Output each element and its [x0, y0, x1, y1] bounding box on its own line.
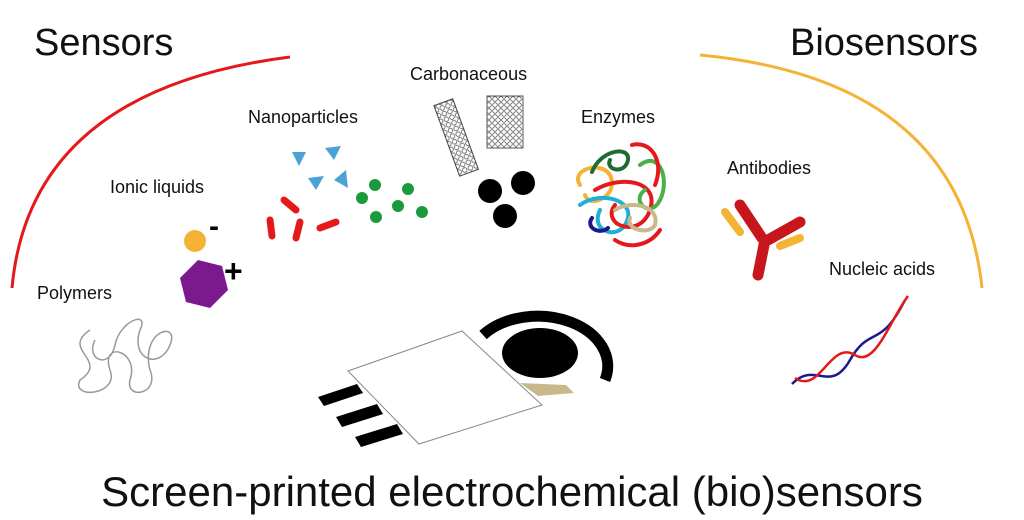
label-nanoparticles: Nanoparticles: [248, 107, 359, 127]
carbon-nanotube-icon: [433, 98, 480, 177]
biosensors-heading: Biosensors: [790, 22, 978, 64]
label-ionic-liquids: Ionic liquids: [110, 177, 205, 197]
label-carbonaceous: Carbonaceous: [410, 64, 528, 84]
label-antibodies: Antibodies: [727, 158, 812, 178]
screen-printed-electrode-icon: [318, 310, 614, 447]
cation-hexagon-icon: [180, 260, 228, 308]
enzyme-icon: [576, 142, 666, 248]
dna-helix-icon: [791, 295, 910, 385]
label-enzymes: Enzymes: [581, 107, 656, 127]
sensors-heading: Sensors: [34, 22, 174, 64]
diagram-title: Screen-printed electrochemical (bio)sens…: [101, 468, 923, 515]
label-nucleic-acids: Nucleic acids: [829, 259, 936, 279]
nanoparticles-icon: [266, 146, 428, 242]
plus-sign: +: [224, 253, 243, 289]
label-polymers: Polymers: [37, 283, 113, 303]
anion-icon: [184, 230, 206, 252]
biosensors-arc: [699, 53, 984, 289]
minus-sign: -: [209, 210, 219, 243]
polymer-chain-icon: [77, 318, 173, 394]
sensors-arc: [10, 55, 291, 289]
graphene-sheet-icon: [486, 95, 524, 149]
antibody-icon: [721, 199, 806, 281]
carbon-black-icon: [478, 171, 535, 228]
